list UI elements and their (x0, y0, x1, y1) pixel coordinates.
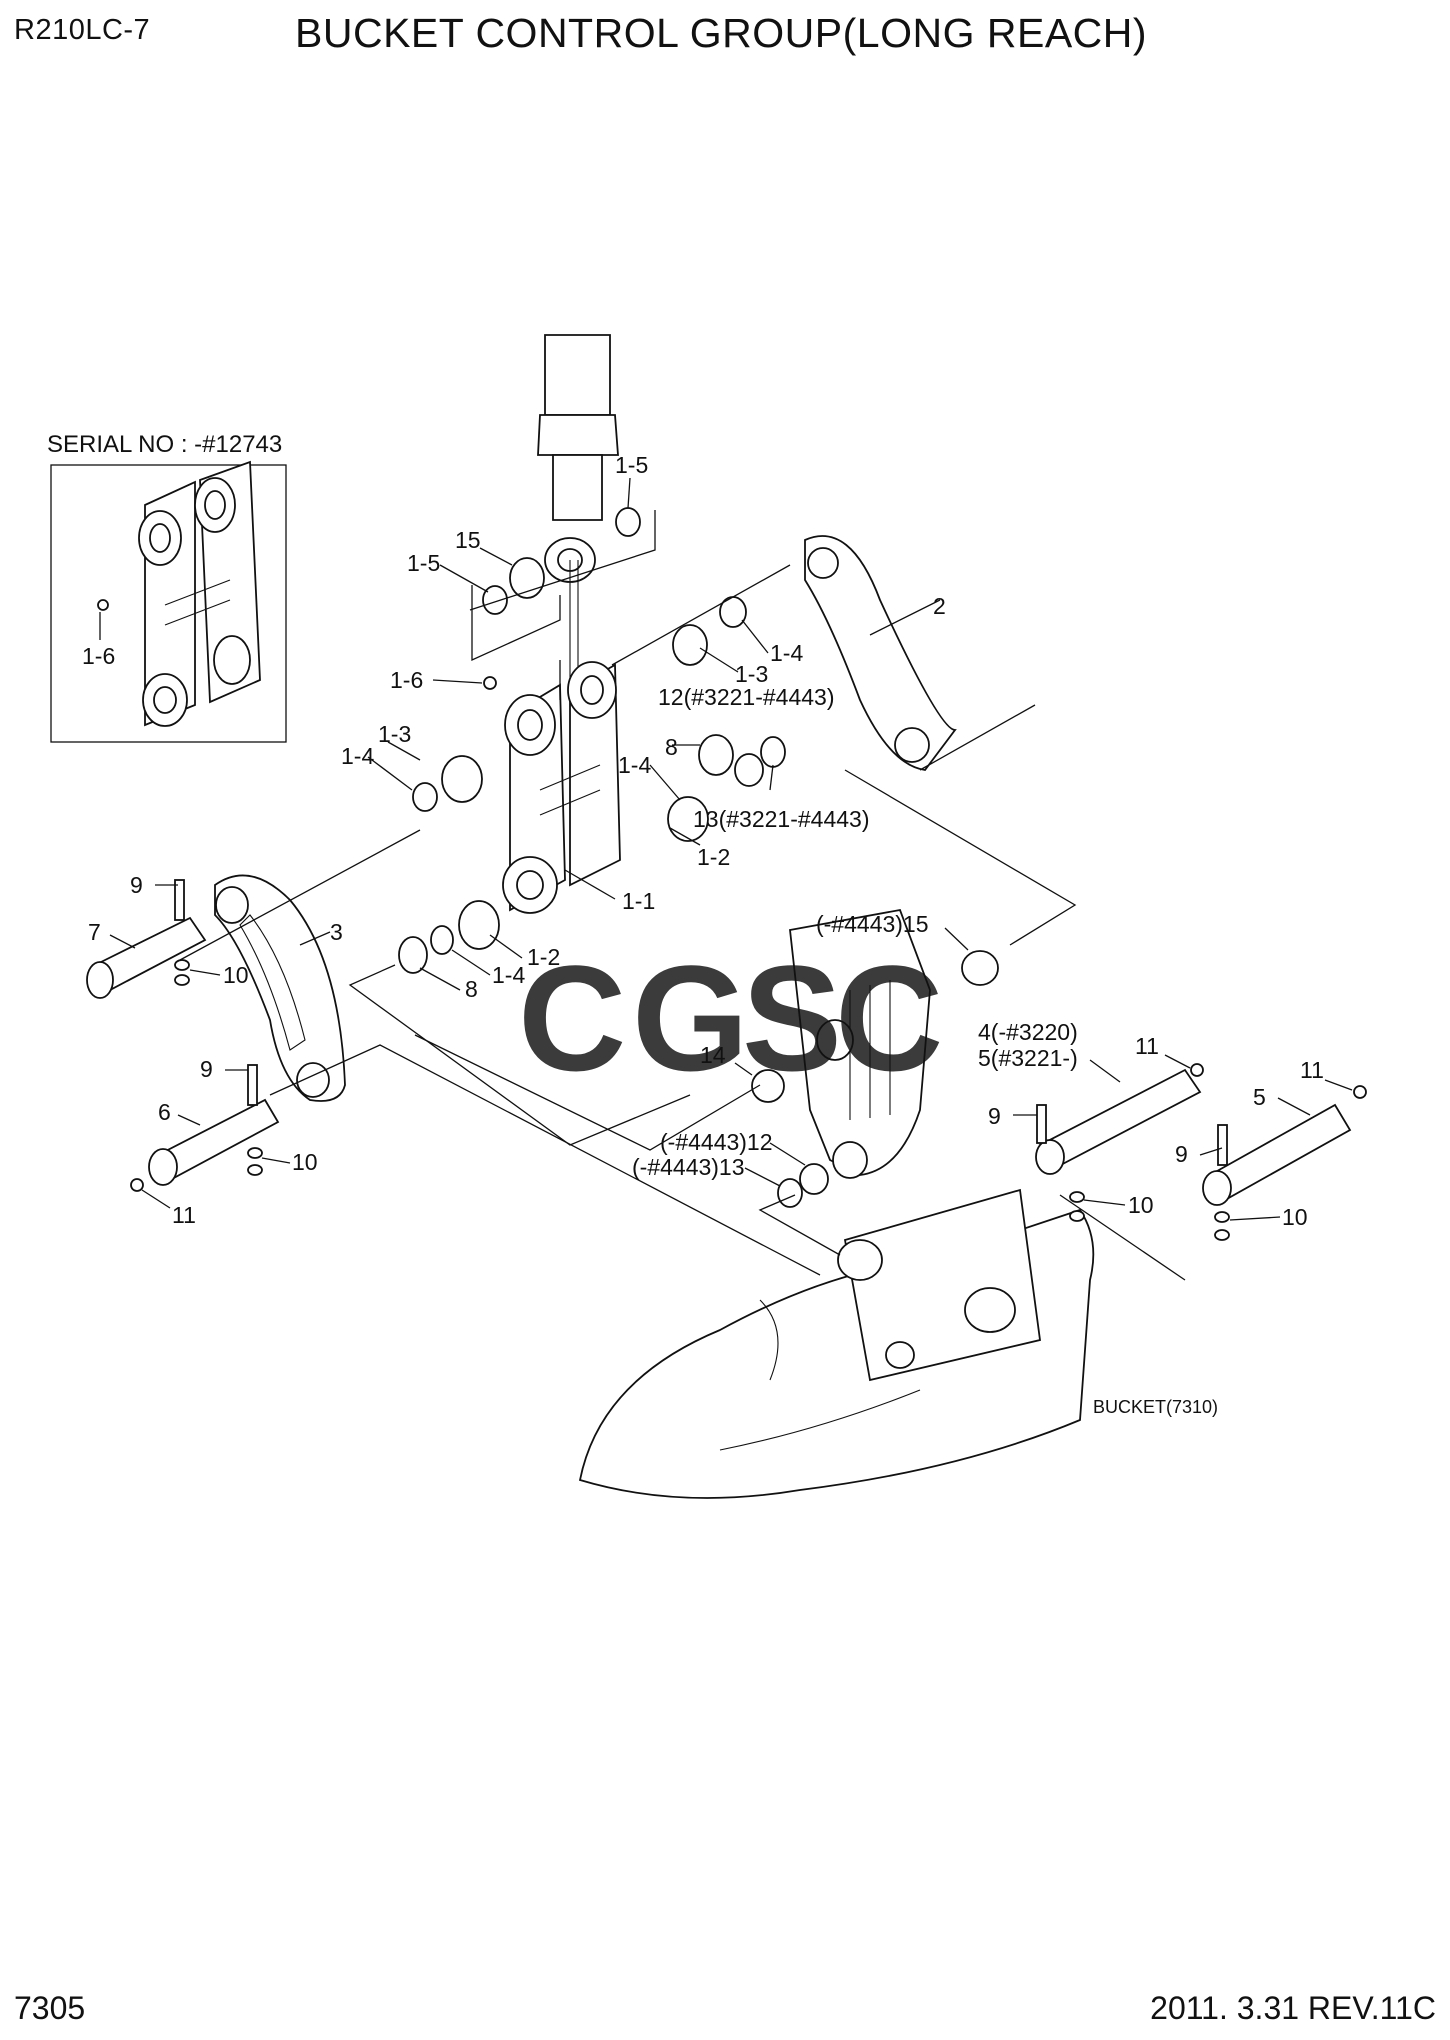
pin-4-5-center (1035, 1068, 1202, 1175)
callout: 11 (1300, 1057, 1324, 1083)
callout: 1-2 (527, 944, 560, 970)
page-number: 7305 (14, 1990, 86, 2026)
callout: 1-4 (341, 743, 374, 769)
callout: 11 (172, 1202, 196, 1228)
guide-link-1-1 (502, 661, 621, 914)
callout: 10 (1128, 1192, 1154, 1218)
inset-serial-label: SERIAL NO : -#12743 (47, 431, 282, 458)
bushings-and-seals (130, 507, 1367, 1241)
callout: 9 (200, 1056, 213, 1082)
callout: 9 (1175, 1141, 1188, 1167)
watermark-letter: G (632, 934, 749, 1102)
callout: 1-6 (390, 667, 423, 693)
watermark-letter: S (742, 934, 842, 1102)
callout: 1-5 (407, 550, 440, 576)
bucket-label: BUCKET(7310) (1093, 1397, 1218, 1417)
callout: 10 (292, 1149, 318, 1175)
callout: 8 (665, 734, 678, 760)
bucket-link-2 (804, 535, 957, 771)
callout: 1-5 (615, 452, 648, 478)
callout: 9 (988, 1103, 1001, 1129)
callout: 1-2 (697, 844, 730, 870)
callout: (-#4443)12 (660, 1129, 773, 1155)
pin-7 (86, 879, 207, 999)
bucket-cylinder-rod (537, 334, 619, 700)
callout: 10 (223, 962, 249, 988)
page-title: BUCKET CONTROL GROUP(LONG REACH) (295, 10, 1148, 56)
callout: 4(-#3220) (978, 1019, 1078, 1045)
callout: 1-4 (770, 640, 803, 666)
callout: 13(#3221-#4443) (693, 806, 869, 832)
callout: 9 (130, 872, 143, 898)
callout: 6 (158, 1099, 171, 1125)
callout: 1-3 (378, 721, 411, 747)
inset-box (50, 464, 287, 743)
cgsc-watermark: C G S C (518, 934, 943, 1102)
callout: 3 (330, 919, 343, 945)
pin-5-right (1202, 1103, 1352, 1206)
callout-labels: 1-5 15 1-5 2 1-4 1-3 1-6 12(#3221-#4443)… (88, 452, 1324, 1230)
callout: 5(#3221-) (978, 1045, 1078, 1071)
bucket-link-3 (214, 874, 346, 1102)
callout: 12(#3221-#4443) (658, 684, 834, 710)
callout: 2 (933, 593, 946, 619)
watermark-letter: C (835, 934, 943, 1102)
assembly-lines (179, 510, 1186, 1281)
callout: (-#4443)15 (816, 911, 929, 937)
callout: 10 (1282, 1204, 1308, 1230)
callout: 1-4 (618, 752, 651, 778)
inset-callout: 1-6 (82, 643, 115, 669)
callout: 5 (1253, 1084, 1266, 1110)
callout: (-#4443)13 (632, 1154, 745, 1180)
callout: 11 (1135, 1033, 1159, 1059)
callout: 1-3 (735, 661, 768, 687)
arm-end (789, 908, 931, 1179)
bucket-drawing (578, 1188, 1095, 1499)
callout: 14 (700, 1042, 726, 1068)
inset-link-drawing (97, 460, 261, 727)
pin-6 (148, 1064, 280, 1186)
callout: 1-1 (622, 888, 655, 914)
model-number: R210LC-7 (14, 14, 151, 46)
callout: 1-4 (492, 962, 525, 988)
callout: 8 (465, 976, 478, 1002)
watermark-letter: C (518, 934, 626, 1102)
revision-date: 2011. 3.31 REV.11C (1150, 1990, 1436, 2026)
callout: 7 (88, 919, 101, 945)
callout: 15 (455, 527, 481, 553)
leader-lines (109, 477, 1353, 1221)
